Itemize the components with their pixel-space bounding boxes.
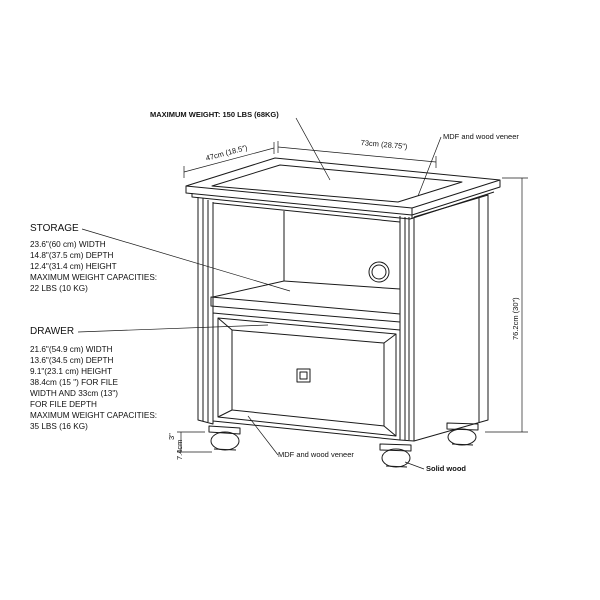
cable-hole <box>368 261 390 283</box>
material-top-leader <box>417 136 442 197</box>
storage-spec-line: 23.6"(60 cm) WIDTH <box>30 240 106 249</box>
drawer-spec-line: 38.4cm (15 ") FOR FILE <box>30 378 118 387</box>
drawer-title: DRAWER <box>30 326 75 337</box>
storage-spec-line: MAXIMUM WEIGHT CAPACITIES: <box>30 273 158 282</box>
storage-spec-line: 12.4"(31.4 cm) HEIGHT <box>30 262 117 271</box>
bun-foot-left <box>208 425 241 451</box>
leg-height-dimension-line <box>177 431 212 453</box>
max-weight-label: MAXIMUM WEIGHT: 150 LBS (68KG) <box>150 110 279 119</box>
depth-dimension-line <box>183 142 275 178</box>
storage-leader <box>81 228 291 292</box>
storage-spec-line: 14.8"(37.5 cm) DEPTH <box>30 251 114 260</box>
max-weight-leader <box>295 117 331 181</box>
bun-foot-back-right <box>446 422 479 446</box>
drawer-spec-line: 21.6"(54.9 cm) WIDTH <box>30 345 113 354</box>
drawer-spec-line: 9.1"(23.1 cm) HEIGHT <box>30 367 113 376</box>
drawer-spec-line: FOR FILE DEPTH <box>30 400 97 409</box>
bun-foot-front-right <box>379 443 412 468</box>
open-storage-compartment <box>212 202 401 298</box>
storage-title: STORAGE <box>30 223 79 234</box>
storage-spec-line: 22 LBS (10 KG) <box>30 284 88 293</box>
drawer-front <box>212 312 401 441</box>
drawer-spec-line: MAXIMUM WEIGHT CAPACITIES: <box>30 411 158 420</box>
drawer-leader <box>77 324 269 333</box>
storage-shelf <box>210 296 401 323</box>
material-bottom-leader <box>247 415 279 456</box>
leg-height-in-label: 3" <box>167 433 176 440</box>
width-dimension-line <box>277 141 437 168</box>
left-front-post <box>197 197 214 425</box>
leg-height-label: 7.4cm <box>175 439 184 460</box>
drawer-spec-line: 35 LBS (16 KG) <box>30 422 88 431</box>
nightstand-top <box>185 157 501 220</box>
material-top-label: MDF and wood veneer <box>443 132 519 141</box>
height-label: 76.2cm (30") <box>511 297 520 340</box>
solid-wood-leader <box>404 461 425 470</box>
material-bottom-label: MDF and wood veneer <box>278 450 354 459</box>
right-front-post <box>399 216 415 442</box>
drawer-specs: 21.6"(54.9 cm) WIDTH 13.6"(34.5 cm) DEPT… <box>30 344 157 432</box>
height-dimension-line <box>485 177 528 433</box>
drawer-handle <box>296 368 311 383</box>
solid-wood-label: Solid wood <box>426 464 466 473</box>
drawer-spec-line: WIDTH AND 33cm (13") <box>30 389 118 398</box>
drawer-spec-line: 13.6"(34.5 cm) DEPTH <box>30 356 114 365</box>
storage-specs: 23.6"(60 cm) WIDTH 14.8"(37.5 cm) DEPTH … <box>30 239 157 294</box>
right-side-panel <box>413 194 489 442</box>
